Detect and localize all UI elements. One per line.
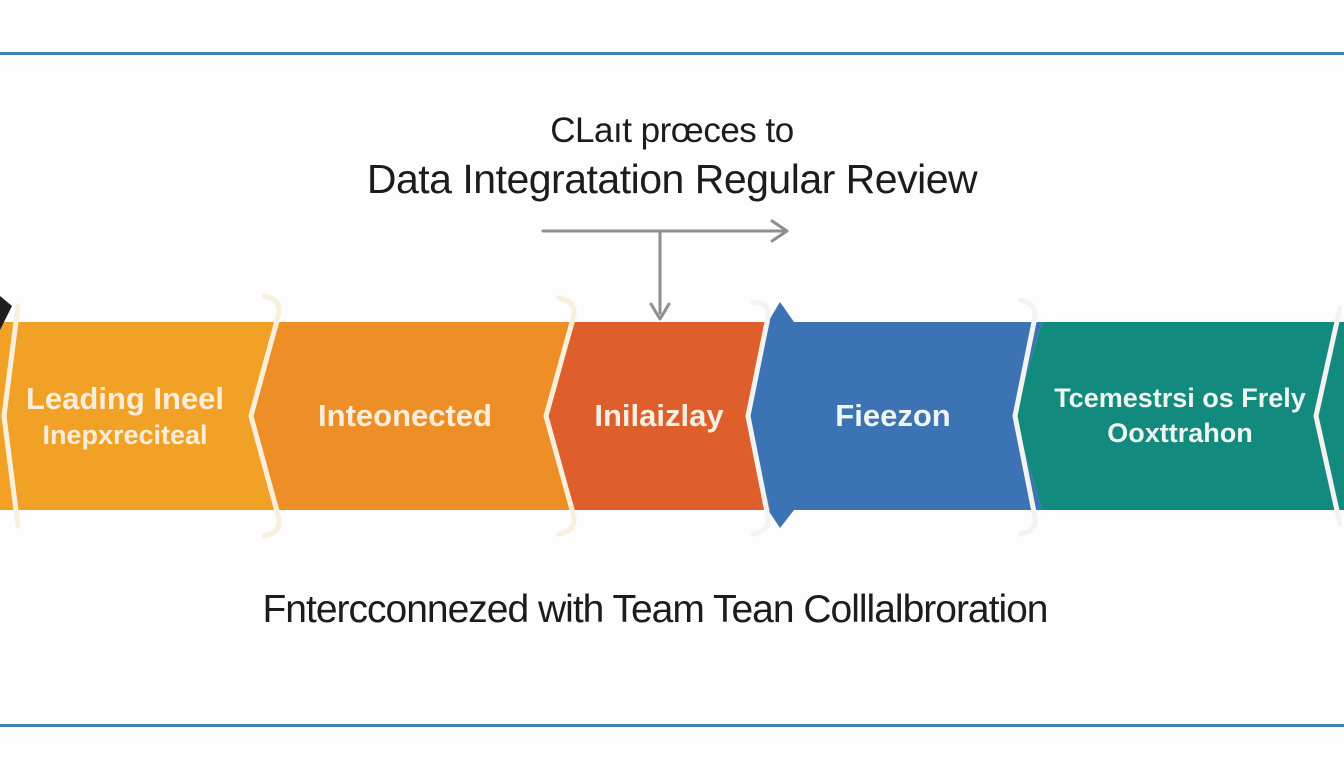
title-line-2: Data Integratation Regular Review bbox=[366, 155, 978, 202]
stage-5-line-1: Tcemestrsi os Frely bbox=[1054, 383, 1306, 414]
seam-lines-cool bbox=[745, 297, 1343, 537]
stage-label-3: Inilaizlay bbox=[560, 322, 758, 510]
stage-1-line-2: Inepxreciteal bbox=[42, 419, 208, 450]
diagram-title: CLaıt prœces to Data Integratation Regul… bbox=[0, 108, 1344, 205]
stage-label-4: Fieezon bbox=[758, 322, 1028, 510]
connector-lines bbox=[541, 219, 789, 321]
stage-1-line-1: Leading Ineel bbox=[25, 381, 225, 417]
edge-artifact bbox=[0, 296, 12, 330]
top-rule bbox=[0, 52, 1344, 55]
stage-labels: Leading Ineel Inepxreciteal Inteonected … bbox=[0, 322, 1344, 510]
seam-lines-warm bbox=[1, 293, 577, 539]
stage-2-line-1: Inteonected bbox=[318, 398, 492, 434]
stage-4-corner-flags bbox=[768, 302, 794, 528]
stage-shape-5 bbox=[1014, 322, 1344, 510]
stage-4-line-1: Fieezon bbox=[835, 398, 951, 434]
stage-3-line-1: Inilaizlay bbox=[594, 398, 724, 434]
stage-shape-2 bbox=[250, 322, 575, 510]
stage-shape-1 bbox=[0, 322, 280, 510]
stage-shape-3 bbox=[545, 322, 770, 510]
diagram-caption: Fntercconnezed with Team Tean Colllalbro… bbox=[262, 588, 1048, 631]
bottom-rule bbox=[0, 724, 1344, 727]
stage-label-1: Leading Ineel Inepxreciteal bbox=[0, 322, 250, 510]
stage-label-2: Inteonected bbox=[265, 322, 545, 510]
title-line-1: CLaıt prœces to bbox=[550, 111, 794, 150]
stage-label-5: Tcemestrsi os Frely Ooxttrahon bbox=[1030, 322, 1330, 510]
stage-shape-4 bbox=[747, 322, 1042, 510]
stage-5-line-2: Ooxttrahon bbox=[1107, 417, 1253, 448]
